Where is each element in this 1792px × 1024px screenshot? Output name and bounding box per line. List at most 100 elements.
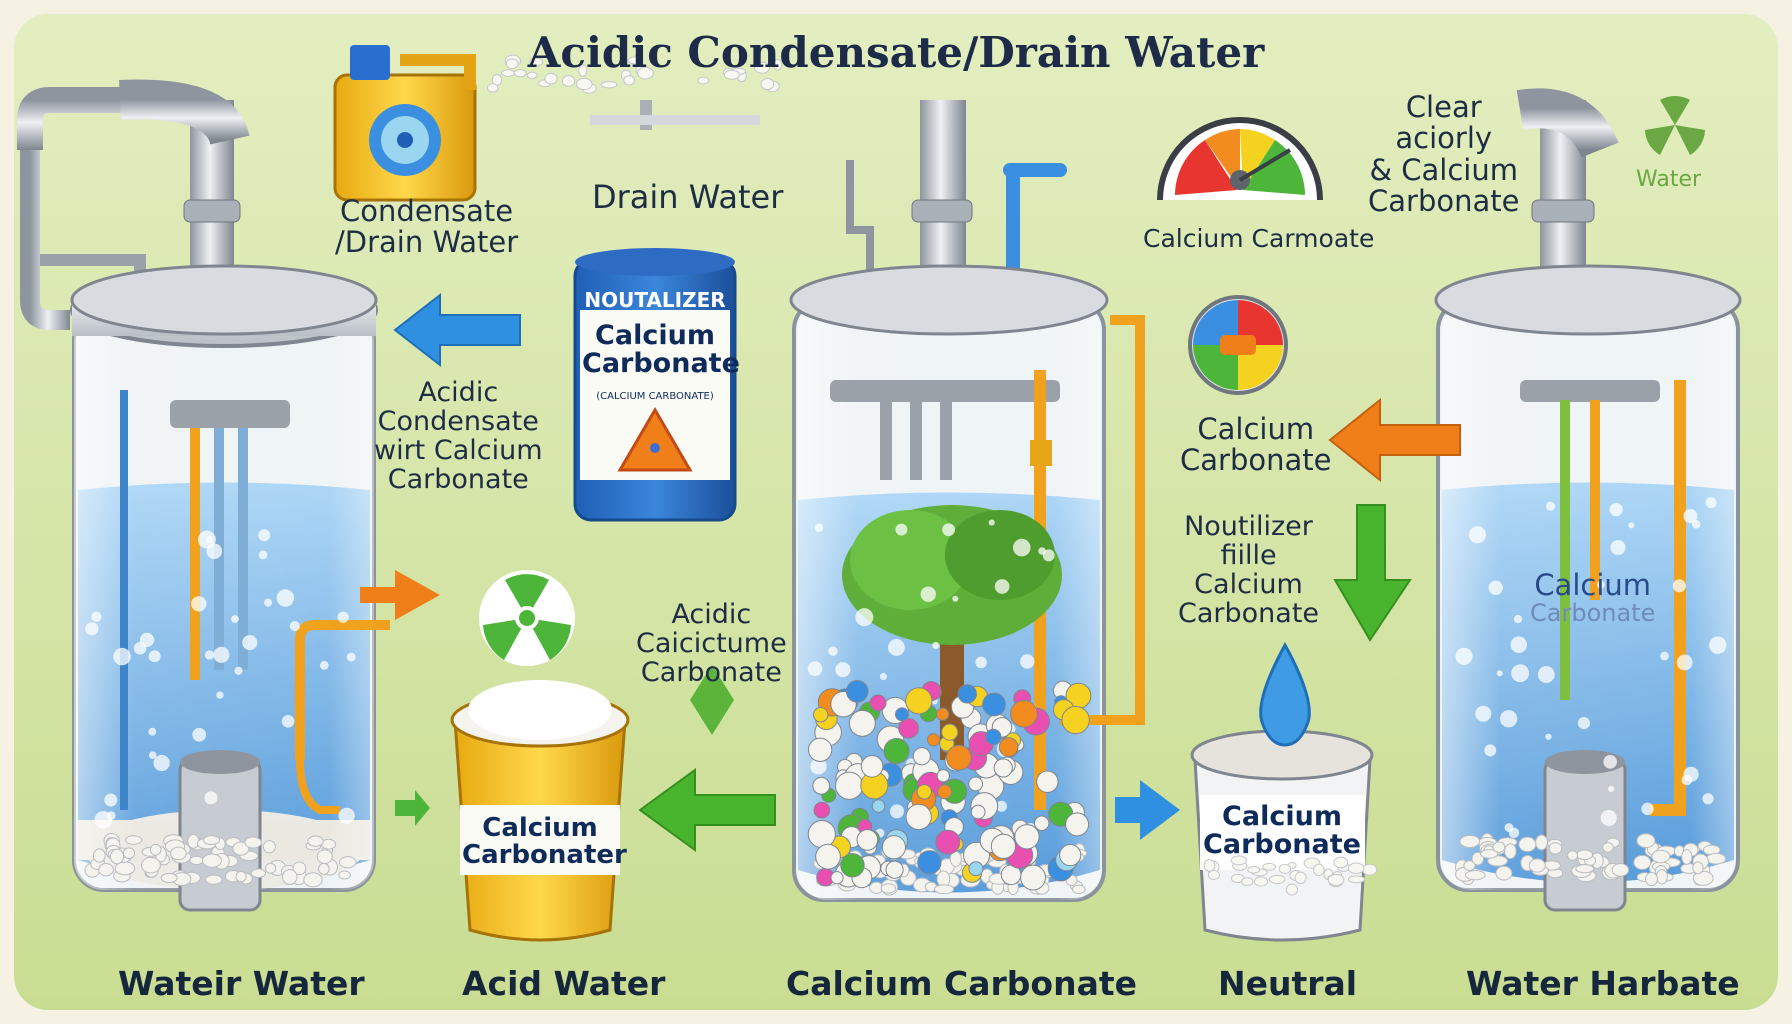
small-arrow-icon xyxy=(395,790,430,826)
pebble xyxy=(92,848,106,863)
water-bubbles xyxy=(85,497,1727,839)
bubble xyxy=(192,727,207,742)
pebble xyxy=(1203,859,1216,872)
media-ball xyxy=(936,769,950,783)
bubble xyxy=(1577,716,1591,730)
pebble xyxy=(1247,866,1261,874)
bubble xyxy=(879,672,888,681)
bubble xyxy=(1508,827,1520,839)
media-ball xyxy=(1014,824,1040,850)
media-ball xyxy=(840,853,865,878)
bubble xyxy=(106,811,116,821)
media-ball xyxy=(1020,864,1046,891)
logo-text: Water xyxy=(1636,167,1702,192)
pebble xyxy=(292,861,307,876)
pebble xyxy=(1548,842,1563,855)
pebble xyxy=(1495,865,1513,881)
bubble xyxy=(148,727,157,736)
media-ball xyxy=(883,738,910,764)
pebble xyxy=(529,57,544,67)
bubble xyxy=(216,691,224,699)
label-acidic-condensate-with: Acidic Condensate wirt Calcium Carbonate xyxy=(374,377,543,496)
bottom-label-1: Wateir Water xyxy=(118,964,365,1003)
pebble xyxy=(1463,860,1476,871)
pebble xyxy=(578,64,588,77)
page-title: Acidic Condensate/Drain Water xyxy=(527,28,1265,77)
bubble xyxy=(988,519,995,526)
bubble xyxy=(204,791,218,805)
gauge-icon xyxy=(1157,117,1323,201)
bubble xyxy=(994,579,1010,594)
media-ball xyxy=(812,707,829,723)
media-ball xyxy=(970,804,986,820)
pebble xyxy=(1253,876,1269,887)
pebble xyxy=(697,76,710,85)
media-ball xyxy=(968,861,984,877)
pebble xyxy=(250,868,267,878)
media-ball xyxy=(926,733,941,747)
bubble xyxy=(889,804,904,819)
pebble xyxy=(1518,836,1537,853)
bubble xyxy=(1600,809,1617,827)
media-ball xyxy=(941,723,959,741)
pebble xyxy=(1692,870,1714,886)
label-calcium-carbonate-right: Calcium Carbonate xyxy=(1180,412,1332,478)
pebble xyxy=(124,835,143,845)
bubble xyxy=(139,632,155,647)
pebble xyxy=(1313,863,1325,877)
bubble xyxy=(1683,509,1698,524)
pebble xyxy=(760,78,775,91)
bubble xyxy=(1709,636,1727,654)
pebble xyxy=(1459,834,1481,848)
bubble xyxy=(952,595,959,602)
bubble xyxy=(1705,497,1717,509)
media-ball xyxy=(946,744,972,771)
pebble xyxy=(1071,884,1086,895)
media-ball xyxy=(845,680,869,703)
bubble xyxy=(1545,501,1556,511)
pebble xyxy=(170,846,187,861)
pebble xyxy=(505,58,519,70)
pebble xyxy=(1278,863,1292,874)
label-noutilizer-fille: Noutilizer fiille Calcium Carbonate xyxy=(1178,511,1320,630)
pebble xyxy=(235,870,247,883)
pebble xyxy=(338,870,351,880)
pebble xyxy=(1285,883,1299,896)
pebble xyxy=(1361,863,1378,876)
pebble xyxy=(1535,834,1548,851)
pebble xyxy=(1681,849,1693,865)
media-ball xyxy=(982,692,1006,717)
bucket-yellow-label: Calcium Carbonater xyxy=(462,813,627,871)
pebble xyxy=(1347,862,1365,874)
media-ball xyxy=(856,829,879,851)
pebble xyxy=(1241,877,1254,886)
bubble xyxy=(1484,744,1497,757)
bubble xyxy=(1609,502,1623,517)
media-ball xyxy=(993,758,1013,778)
media-ball xyxy=(898,717,919,739)
label-acidic-calcium: Acidic Caicictume Carbonate xyxy=(636,599,787,689)
bubble xyxy=(828,646,838,656)
pebble xyxy=(1602,842,1614,853)
tank-3 xyxy=(1434,88,1742,912)
pebble xyxy=(339,856,357,869)
pebble xyxy=(1633,854,1652,870)
bucket-white xyxy=(1190,729,1374,942)
bubble xyxy=(289,620,300,632)
bubble xyxy=(85,622,99,636)
pebble xyxy=(1705,852,1727,865)
pebble xyxy=(1294,871,1307,885)
bubble xyxy=(206,543,223,560)
media-ball xyxy=(860,754,884,778)
pebble xyxy=(204,874,223,885)
media-ball xyxy=(1033,815,1050,831)
bubble xyxy=(1596,581,1605,589)
bubble xyxy=(337,611,349,623)
media-ball xyxy=(968,776,984,792)
bubble xyxy=(148,751,157,759)
pebble xyxy=(575,77,593,91)
bubble xyxy=(1603,755,1617,769)
media-ball xyxy=(835,771,864,800)
pebble xyxy=(140,856,161,874)
pebble xyxy=(880,883,897,894)
